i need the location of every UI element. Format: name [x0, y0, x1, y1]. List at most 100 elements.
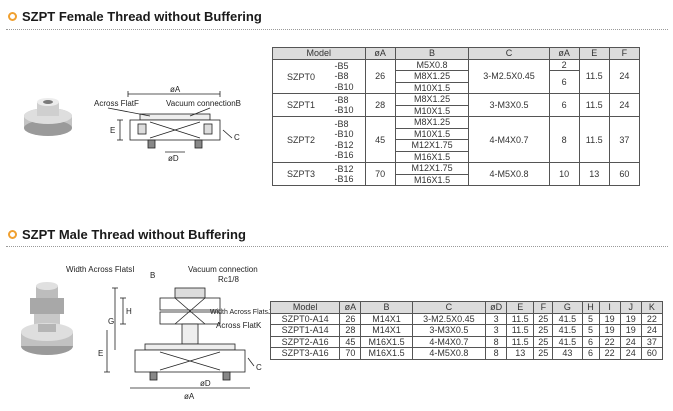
header-h: H — [581, 301, 600, 314]
table-header-row: Model øA B C øD E F G H I J K — [269, 301, 664, 314]
header-dia-a: øA — [364, 47, 396, 60]
c-cell: 4-M4X0.7 — [468, 116, 550, 163]
female-thread-spec-table: Model øA B C øA E F SZPT0-B5-B8-B10 26 M… — [272, 47, 641, 186]
table-cell: 11.5 — [506, 312, 535, 325]
table-row: M16X1.5 — [273, 150, 640, 163]
b-cell: M12X1.75 — [394, 162, 470, 175]
vacuum-connection-label: Vacuum connection — [188, 265, 258, 274]
width-across-flats-j-label: Width Across FlatsJ — [210, 309, 271, 316]
table-row: SZPT0-A14 26 M14X1 3-M2.5X0.45 3 11.5 25… — [269, 312, 664, 325]
table-row: SZPT1-B8-B10 28 M8X1.25 3-M3X0.5 6 11.5 … — [272, 93, 641, 117]
b-cell: M16X1.5 — [394, 173, 470, 186]
section-bullet-icon — [8, 230, 17, 239]
b-cell: M16X1.5 — [394, 150, 470, 163]
table-row: M8X1.25 6 — [273, 70, 640, 94]
table-cell: M14X1 — [360, 324, 413, 337]
b-cell: M10X1.5 — [394, 104, 470, 117]
header-j: J — [619, 301, 642, 314]
width-across-flats-i-label: Width Across FlatsI — [66, 265, 134, 274]
female-thread-diagram: Across FlatF Vacuum connectionB øA E C ø… — [24, 85, 241, 163]
dia-a2-cell: 8 — [548, 116, 580, 163]
e-cell: 11.5 — [578, 58, 610, 94]
table-cell: 3-M3X0.5 — [411, 324, 487, 337]
header-c: C — [411, 301, 487, 314]
c-cell: 3-M2.5X0.45 — [468, 58, 550, 94]
table-cell: 11.5 — [506, 324, 535, 337]
table-cell: 41.5 — [552, 324, 583, 337]
table-cell: 19 — [619, 312, 642, 325]
table-cell: 37 — [640, 335, 664, 348]
table-cell: 13 — [506, 347, 535, 360]
dia-a-label: øA — [184, 392, 195, 401]
vacuum-connection-label: Vacuum connectionB — [166, 99, 241, 108]
table-row: SZPT2-A16 45 M16X1.5 4-M4X0.7 8 11.5 25 … — [269, 335, 664, 348]
c-label: C — [256, 363, 262, 372]
table-header-row: Model øA B C øA E F — [272, 47, 641, 60]
table-cell: 5 — [581, 324, 600, 337]
table-cell: 19 — [619, 324, 642, 337]
dia-d-label: øD — [200, 379, 211, 388]
table-cell: 22 — [598, 347, 621, 360]
table-cell: 43 — [552, 347, 583, 360]
table-cell: 22 — [598, 335, 621, 348]
c-cell: 4-M5X0.8 — [468, 162, 550, 186]
section-title-female: SZPT Female Thread without Buffering — [8, 9, 262, 24]
table-cell: 8 — [485, 347, 508, 360]
header-b: B — [360, 301, 413, 314]
b-cell: M12X1.75 — [394, 139, 470, 152]
table-cell: 25 — [533, 324, 554, 337]
table-cell: 22 — [640, 312, 664, 325]
table-cell: SZPT1-A14 — [269, 324, 341, 337]
table-cell: 28 — [339, 324, 362, 337]
rc-label: Rc1/8 — [218, 275, 239, 284]
table-cell: 3-M2.5X0.45 — [411, 312, 487, 325]
f-cell: 37 — [608, 116, 641, 163]
b-cell: M8X1.25 — [394, 116, 470, 129]
table-cell: 45 — [339, 335, 362, 348]
f-cell: 60 — [608, 162, 641, 186]
table-cell: 5 — [581, 312, 600, 325]
section-title-text: SZPT Male Thread without Buffering — [22, 227, 246, 242]
table-cell: M14X1 — [360, 312, 413, 325]
dia-a2-cell: 2 — [548, 58, 580, 71]
model-cell: SZPT2-B8-B10-B12-B16 — [272, 116, 366, 163]
e-label: E — [110, 126, 115, 135]
f-cell: 24 — [608, 58, 641, 94]
header-e: E — [506, 301, 535, 314]
dia-a2-cell: 6 — [548, 93, 580, 117]
table-cell: 3 — [485, 312, 508, 325]
table-row: M16X1.5 — [273, 173, 640, 186]
table-row: SZPT3-B12-B16 70 M12X1.75 4-M5X0.8 10 13… — [272, 162, 641, 186]
dia-a-cell: 28 — [364, 93, 396, 117]
e-cell: 13 — [578, 162, 610, 186]
b-label: B — [150, 271, 155, 280]
dia-a-cell: 45 — [364, 116, 396, 163]
table-row: SZPT3-A16 70 M16X1.5 4-M5X0.8 8 13 25 43… — [269, 347, 664, 360]
section-divider — [6, 29, 668, 30]
f-cell: 24 — [608, 93, 641, 117]
dia-d-label: øD — [168, 154, 179, 163]
dia-a2-cell: 10 — [548, 162, 580, 186]
b-cell: M5X0.8 — [394, 58, 470, 71]
product-photo-male — [21, 282, 73, 355]
dia-a-cell: 26 — [364, 58, 396, 94]
table-cell: 6 — [581, 335, 600, 348]
table-row: SZPT1-A14 28 M14X1 3-M3X0.5 3 11.5 25 41… — [269, 324, 664, 337]
across-flat-k-label: Across FlatK — [216, 321, 262, 330]
e-cell: 11.5 — [578, 93, 610, 117]
h-label: H — [126, 307, 132, 316]
header-model: Model — [272, 47, 366, 60]
table-cell: 4-M5X0.8 — [411, 347, 487, 360]
table-cell: 3 — [485, 324, 508, 337]
c-cell: 3-M3X0.5 — [468, 93, 550, 117]
g-label: G — [108, 317, 114, 326]
dia-a2-cell: 6 — [548, 70, 580, 94]
dia-a-cell: 70 — [364, 162, 396, 186]
table-cell: 4-M4X0.7 — [411, 335, 487, 348]
table-cell: 25 — [533, 312, 554, 325]
table-cell: 70 — [339, 347, 362, 360]
across-flat-label: Across FlatF — [94, 99, 139, 108]
c-label: C — [234, 133, 240, 142]
product-photo-female — [24, 98, 72, 136]
table-cell: SZPT3-A16 — [269, 347, 341, 360]
